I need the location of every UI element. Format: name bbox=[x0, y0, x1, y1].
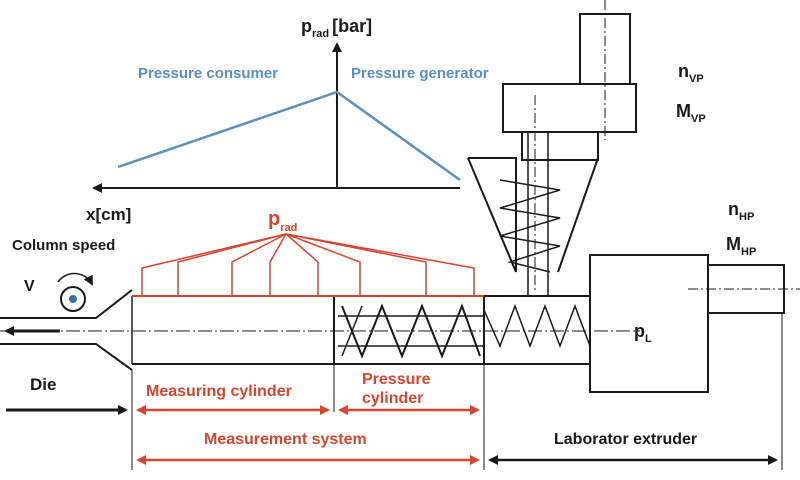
x-axis-label: x[cm] bbox=[86, 205, 131, 224]
take-off-roller bbox=[57, 272, 93, 312]
pressure-profile-chart bbox=[92, 42, 461, 193]
motor-vp-n: nVP bbox=[678, 61, 704, 85]
pressure-cylinder-label-1: Pressure bbox=[362, 371, 431, 388]
measurement-system-label: Measurement system bbox=[204, 431, 367, 448]
die-nozzle bbox=[0, 289, 133, 371]
extruder-barrel bbox=[483, 254, 800, 393]
pressure-curve bbox=[117, 90, 461, 182]
prad-label: prad bbox=[268, 208, 297, 234]
feed-hopper bbox=[467, 132, 599, 296]
pressure-consumer-label: Pressure consumer bbox=[138, 65, 278, 82]
motor-hp-m: MHP bbox=[726, 234, 756, 258]
v-label: V bbox=[24, 278, 35, 295]
die-label: Die bbox=[30, 375, 56, 394]
pressure-cylinder-label-2: cylinder bbox=[362, 390, 423, 407]
pressure-generator-label: Pressure generator bbox=[351, 65, 489, 82]
measuring-cylinder-label: Measuring cylinder bbox=[146, 383, 292, 400]
motor-vp-m: MVP bbox=[676, 101, 706, 125]
laborator-extruder-label: Laborator extruder bbox=[554, 431, 697, 448]
prad-sensors bbox=[132, 233, 484, 297]
motor-vp bbox=[502, 0, 637, 290]
column-speed-label: Column speed bbox=[12, 237, 115, 254]
y-axis-label: prad[bar] bbox=[301, 16, 372, 40]
measuring-cylinder bbox=[131, 295, 334, 365]
pressure-cylinder bbox=[333, 295, 485, 365]
motor-hp-n: nHP bbox=[728, 199, 754, 223]
